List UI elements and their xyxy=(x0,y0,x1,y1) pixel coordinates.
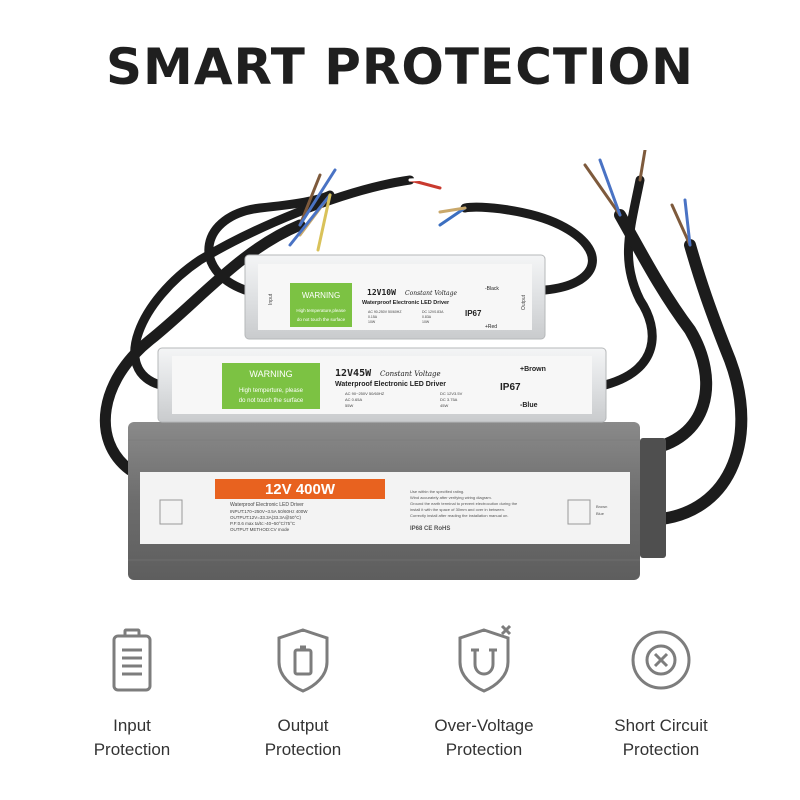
large-input-cable xyxy=(99,219,306,476)
svg-text:do not touch the surface: do not touch the surface xyxy=(239,398,304,404)
svg-text:AC 90~250V 50/60HZ: AC 90~250V 50/60HZ xyxy=(345,391,385,396)
svg-text:-Black: -Black xyxy=(485,286,499,292)
svg-text:WARNING: WARNING xyxy=(249,369,292,379)
svg-text:DC 3.75A: DC 3.75A xyxy=(440,397,458,402)
svg-text:45W: 45W xyxy=(440,403,448,408)
svg-text:0.15A: 0.15A xyxy=(368,315,378,319)
svg-text:P.F:0.6 max ta/tc:-40~50°C/75: P.F:0.6 max ta/tc:-40~50°C/75°C xyxy=(230,521,296,526)
svg-text:55W: 55W xyxy=(345,403,353,408)
svg-text:Constant Voltage: Constant Voltage xyxy=(380,370,441,378)
svg-text:Waterproof Electronic LED Driv: Waterproof Electronic LED Driver xyxy=(362,300,450,306)
large-output-cable-1 xyxy=(614,209,713,456)
circle-x-icon xyxy=(621,620,701,700)
svg-text:IP67: IP67 xyxy=(465,309,482,318)
svg-text:0.83A: 0.83A xyxy=(422,315,432,319)
svg-text:OUTPUT:12V=33.3A(33.3A@50°C): OUTPUT:12V=33.3A(33.3A@50°C) xyxy=(230,515,302,520)
large-model-label: 12V 400W xyxy=(265,481,336,498)
medium-power-supply: WARNING High temperture, please do not t… xyxy=(157,347,607,423)
svg-text:IP68 CE RoHS: IP68 CE RoHS xyxy=(410,526,450,532)
svg-text:Brown: Brown xyxy=(596,504,607,509)
small-power-supply: Input Output WARNING High temperature,pl… xyxy=(244,254,546,340)
svg-text:Waterproof Electronic LED Driv: Waterproof Electronic LED Driver xyxy=(335,381,446,388)
svg-text:WARNING: WARNING xyxy=(302,291,340,300)
svg-text:-Blue: -Blue xyxy=(520,402,538,409)
svg-text:10W: 10W xyxy=(422,320,430,324)
medium-model-label: 12V45W xyxy=(335,368,372,379)
svg-text:do not touch the surface: do not touch the surface xyxy=(297,317,346,322)
svg-text:OUTPUT METHOD:CV mode: OUTPUT METHOD:CV mode xyxy=(230,527,290,532)
svg-text:Use within the specified ratin: Use within the specified rating. xyxy=(410,489,464,494)
svg-text:+Brown: +Brown xyxy=(520,366,546,373)
medium-output-cable xyxy=(600,175,657,390)
svg-text:Input: Input xyxy=(268,293,274,305)
shield-battery-icon xyxy=(263,620,343,700)
svg-text:Waterproof Electronic LED Driv: Waterproof Electronic LED Driver xyxy=(230,502,304,508)
svg-text:IP67: IP67 xyxy=(500,382,521,393)
small-input-cable xyxy=(204,190,335,295)
svg-text:Wind accurately after verifyin: Wind accurately after verifying wiring d… xyxy=(410,495,492,500)
svg-text:+Red: +Red xyxy=(485,324,497,330)
svg-text:DC 12V0.83A: DC 12V0.83A xyxy=(422,310,444,314)
svg-text:Correctly install after readin: Correctly install after reading the inst… xyxy=(410,513,509,518)
product-photo: 12V 400W Waterproof Electronic LED Drive… xyxy=(99,150,748,580)
shield-magnet-icon xyxy=(444,620,524,700)
svg-text:Constant Voltage: Constant Voltage xyxy=(405,290,457,297)
svg-text:High temperture, please: High temperture, please xyxy=(239,388,304,394)
svg-text:10W: 10W xyxy=(368,320,376,324)
svg-text:High temperature,please: High temperature,please xyxy=(296,308,346,313)
svg-text:Output: Output xyxy=(521,294,527,310)
svg-text:Blue: Blue xyxy=(596,511,605,516)
large-power-supply: 12V 400W Waterproof Electronic LED Drive… xyxy=(128,422,666,580)
svg-text:AC 90-250V 50/60HZ: AC 90-250V 50/60HZ xyxy=(368,310,402,314)
svg-text:INPUT:170~250V~3.5A 50/60Hz 40: INPUT:170~250V~3.5A 50/60Hz 400W xyxy=(230,509,308,514)
large-output-cable-2 xyxy=(639,239,748,526)
battery-icon xyxy=(92,620,172,700)
wire-ends xyxy=(288,150,692,252)
small-model-label: 12V10W xyxy=(367,288,396,297)
page-title: SMART PROTECTION xyxy=(106,38,694,96)
cables xyxy=(99,175,748,526)
svg-text:Ground the earth terminal to p: Ground the earth terminal to prevent ele… xyxy=(410,501,518,506)
small-output-cable xyxy=(460,202,597,295)
svg-text:AC 0.65A: AC 0.65A xyxy=(345,397,362,402)
svg-text:DC 12V3.5V: DC 12V3.5V xyxy=(440,391,463,396)
svg-text:install it with the space of 3: install it with the space of 30mm and ov… xyxy=(410,507,505,512)
